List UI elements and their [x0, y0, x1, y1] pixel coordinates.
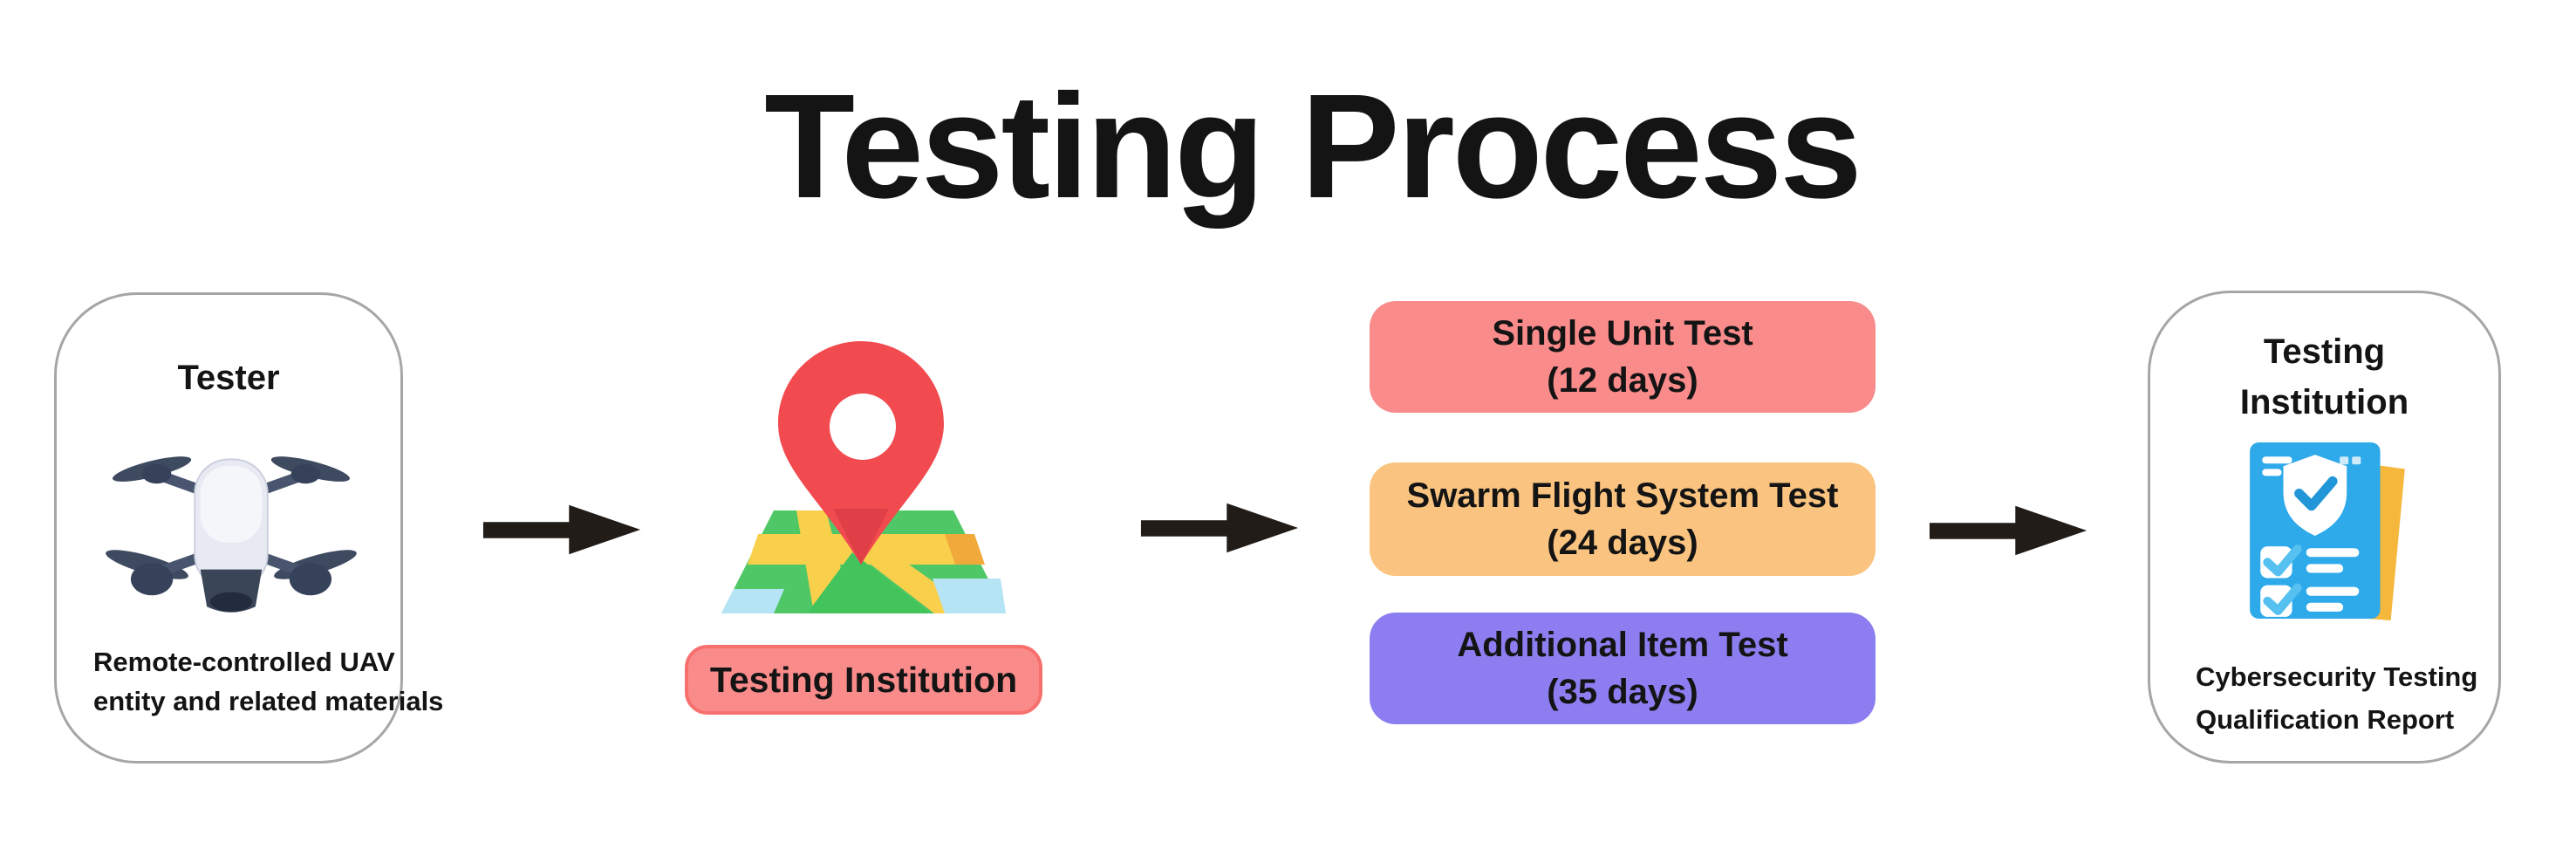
location-label-text: Testing Institution: [709, 659, 1018, 700]
location-label: Testing Institution: [685, 645, 1042, 715]
institution-caption-line2: Qualification Report: [2196, 704, 2455, 735]
test-duration: (35 days): [1547, 673, 1698, 711]
drone-icon: [106, 456, 357, 613]
arrow-right-icon-3: [1929, 505, 2087, 556]
institution-title-line1: Testing: [2263, 332, 2386, 371]
institution-caption-line1: Cybersecurity Testing: [2196, 661, 2478, 692]
cybersecurity-report-icon: [2250, 442, 2405, 620]
institution-box-caption: Cybersecurity Testing Qualification Repo…: [2196, 655, 2484, 741]
arrow-right-icon-2: [1140, 503, 1299, 553]
test-duration: (24 days): [1547, 524, 1698, 562]
institution-box: Testing Institution: [2148, 291, 2501, 764]
tester-box-title: Tester: [177, 359, 280, 397]
tester-box-caption: Remote-controlled UAV entity and related…: [93, 642, 444, 721]
arrow-right-icon-1: [482, 504, 641, 555]
institution-title-line2: Institution: [2239, 383, 2409, 421]
test-name: Swarm Flight System Test: [1406, 476, 1839, 515]
test-name: Single Unit Test: [1492, 314, 1753, 353]
map-pin-icon: [721, 341, 1006, 613]
test-duration: (12 days): [1547, 361, 1698, 400]
tester-box: Tester: [54, 292, 444, 764]
tester-caption-line2: entity and related materials: [93, 686, 444, 716]
institution-box-title: Testing Institution: [2150, 326, 2498, 428]
test-name: Additional Item Test: [1457, 626, 1788, 664]
test-step-swarm-flight: Swarm Flight System Test (24 days): [1370, 462, 1876, 576]
page-title: Testing Process: [764, 64, 1862, 229]
test-step-additional-item: Additional Item Test (35 days): [1370, 613, 1876, 724]
test-step-single-unit: Single Unit Test (12 days): [1370, 301, 1876, 413]
tester-caption-line1: Remote-controlled UAV: [93, 647, 395, 677]
